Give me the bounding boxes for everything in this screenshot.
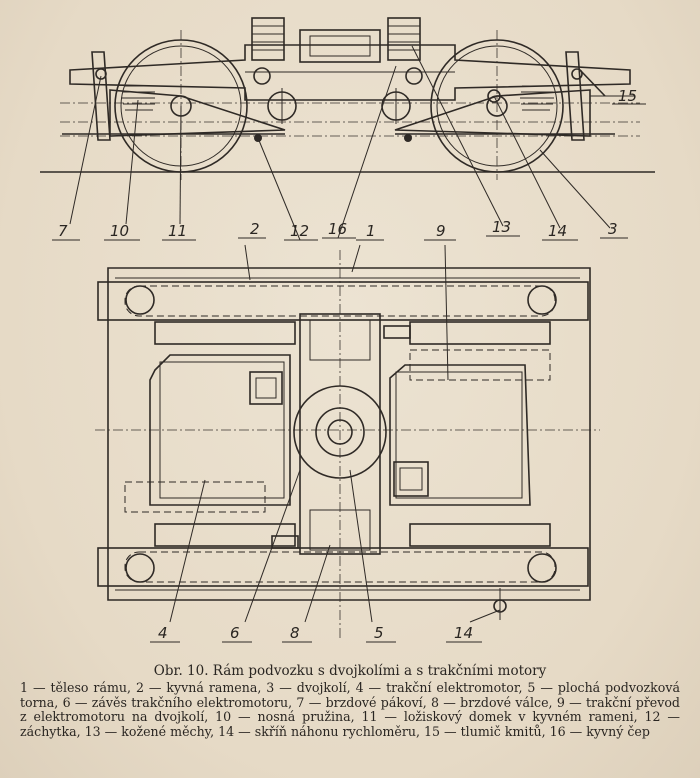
motor-right: [389, 349, 551, 506]
callout-labels-top: 7 10 11 12 16 2 1 9 13 14 3 15: [52, 87, 646, 241]
bellows-right: [387, 17, 421, 61]
bogie-drawing: 7 10 11 12 16 2 1 9 13 14 3 15 4 6 8 5 1…: [40, 17, 655, 643]
plan-view: [95, 250, 600, 640]
label-4: 4: [158, 624, 168, 642]
label-15: 15: [618, 87, 637, 105]
label-9: 9: [436, 222, 446, 240]
label-2: 2: [250, 220, 260, 238]
caption-legend: 1 — těleso rámu, 2 — kyvná ramena, 3 — d…: [20, 680, 680, 739]
label-6: 6: [230, 624, 240, 642]
label-12: 12: [290, 222, 309, 240]
label-5: 5: [374, 624, 384, 642]
label-1: 1: [366, 222, 376, 240]
motor-left: [124, 354, 291, 513]
label-8: 8: [290, 624, 300, 642]
label-10: 10: [110, 222, 129, 240]
spring-left: [121, 85, 155, 111]
label-14b: 14: [454, 624, 473, 642]
label-11: 11: [168, 222, 187, 240]
label-3: 3: [608, 220, 618, 238]
caption-title: Obr. 10. Rám podvozku s dvojkolími a s t…: [153, 663, 547, 679]
top-leader-lines: [69, 45, 635, 241]
spring-right: [520, 85, 554, 111]
callout-labels-bottom: 4 6 8 5 14: [150, 624, 482, 643]
bellows-left: [251, 17, 285, 61]
label-7: 7: [58, 222, 68, 240]
label-13: 13: [492, 218, 511, 236]
side-view: [40, 17, 655, 180]
label-14: 14: [548, 222, 567, 240]
label-16: 16: [328, 220, 347, 238]
bottom-leader-lines: [169, 244, 501, 623]
figure-caption: Obr. 10. Rám podvozku s dvojkolími a s t…: [20, 664, 680, 739]
